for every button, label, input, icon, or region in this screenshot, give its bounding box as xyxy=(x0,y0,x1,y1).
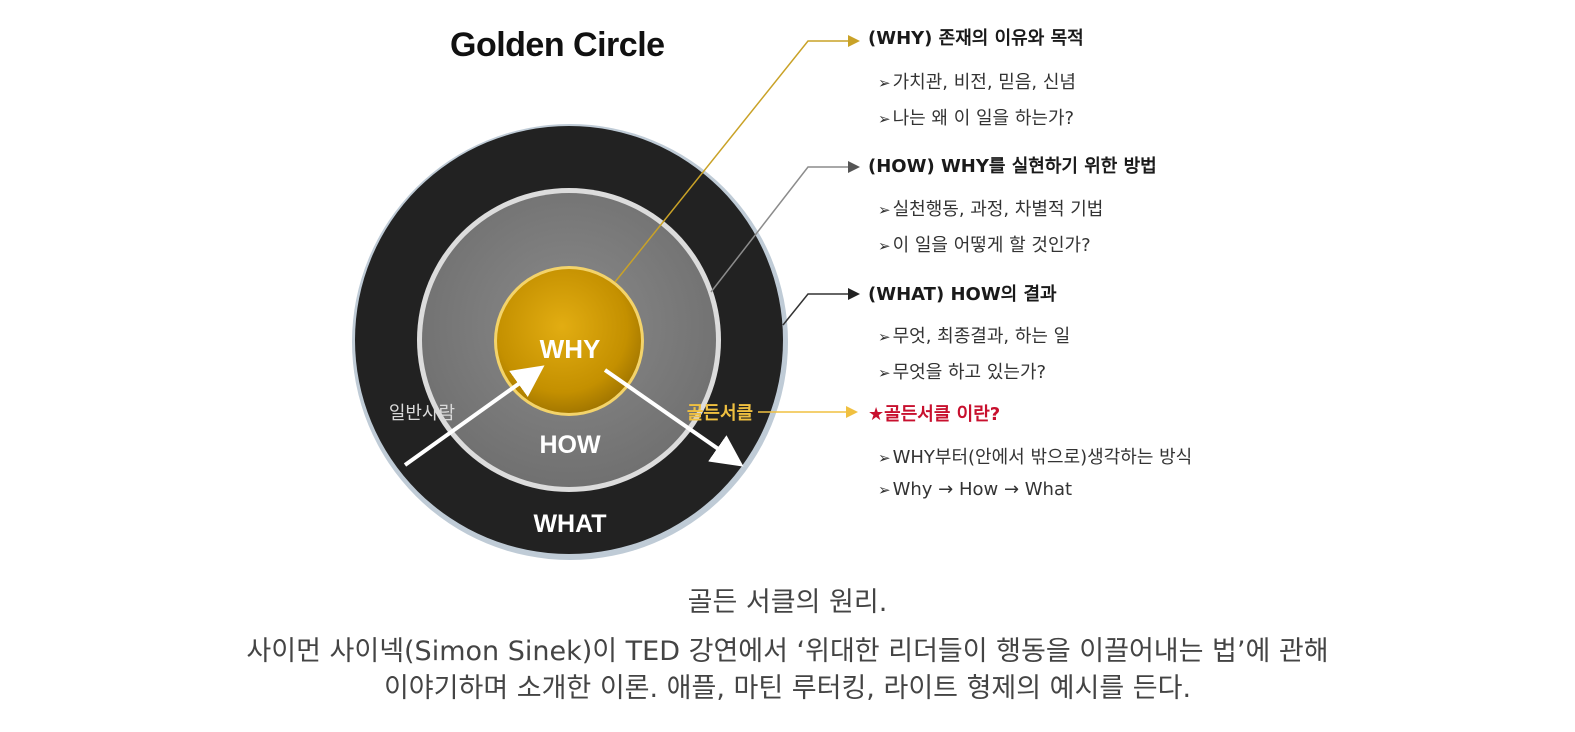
why-heading: (WHY) 존재의 이유와 목적 xyxy=(868,28,1084,49)
general-people-label: 일반사람 xyxy=(389,403,455,424)
inbound-arrow xyxy=(403,365,545,467)
why-leader-line xyxy=(614,35,860,283)
how-bullet-2: ➢이 일을 어떻게 할 것인가? xyxy=(878,231,1091,257)
golden-circle-figure: WHY HOW WHAT 일반사람 골든서클 Golden Circle (WH… xyxy=(352,26,1192,560)
bullet-marker-icon: ➢ xyxy=(878,74,891,92)
golden-bullet-1: ➢WHY부터(안에서 밖으로)생각하는 방식 xyxy=(878,443,1192,469)
what-bullet-2: ➢무엇을 하고 있는가? xyxy=(878,358,1046,384)
how-bullet-1-text: 실천행동, 과정, 차별적 기법 xyxy=(892,199,1104,220)
what-label: WHAT xyxy=(533,510,606,538)
outbound-arrow xyxy=(603,368,744,467)
how-bullet-2-text: 이 일을 어떻게 할 것인가? xyxy=(892,235,1091,256)
diagram-title: Golden Circle xyxy=(450,26,665,64)
golden-circle-heading: ★골든서클 이란? xyxy=(868,404,1001,425)
what-bullet-1: ➢무엇, 최종결과, 하는 일 xyxy=(878,322,1070,348)
caption-title: 골든 서클의 원리. xyxy=(687,587,888,618)
why-bullet-1: ➢가치관, 비전, 믿음, 신념 xyxy=(878,68,1076,94)
caption: 사이먼 사이넥(Simon Sinek)이 TED 강연에서 ‘위대한 리더들이… xyxy=(0,633,1575,707)
golden-bullet-1-text: WHY부터(안에서 밖으로)생각하는 방식 xyxy=(892,447,1193,468)
how-leader-line xyxy=(710,161,860,293)
how-heading: (HOW) WHY를 실현하기 위한 방법 xyxy=(868,156,1157,177)
how-label: HOW xyxy=(539,431,601,459)
what-bullet-1-text: 무엇, 최종결과, 하는 일 xyxy=(892,326,1071,347)
what-leader-line xyxy=(782,288,860,326)
golden-circle-diagram: WHY HOW WHAT 일반사람 골든서클 xyxy=(352,35,860,560)
bullet-marker-icon: ➢ xyxy=(878,201,891,219)
bullet-marker-icon: ➢ xyxy=(878,110,891,128)
why-bullet-2: ➢나는 왜 이 일을 하는가? xyxy=(878,104,1074,130)
caption-line-2: 이야기하며 소개한 이론. 애플, 마틴 루터킹, 라이트 형제의 예시를 든다… xyxy=(383,673,1192,704)
golden-bullet-2-text: Why → How → What xyxy=(892,479,1073,500)
bullet-marker-icon: ➢ xyxy=(878,328,891,346)
what-bullet-2-text: 무엇을 하고 있는가? xyxy=(892,362,1047,383)
how-bullet-1: ➢실천행동, 과정, 차별적 기법 xyxy=(878,195,1103,221)
bullet-marker-icon: ➢ xyxy=(878,237,891,255)
why-label: WHY xyxy=(540,334,601,364)
why-bullet-2-text: 나는 왜 이 일을 하는가? xyxy=(892,108,1075,129)
bullet-marker-icon: ➢ xyxy=(878,481,891,499)
golden-circle-label: 골든서클 xyxy=(687,403,753,424)
caption-line-1: 사이먼 사이넥(Simon Sinek)이 TED 강연에서 ‘위대한 리더들이… xyxy=(246,636,1329,667)
what-heading: (WHAT) HOW의 결과 xyxy=(868,284,1057,305)
bullet-marker-icon: ➢ xyxy=(878,364,891,382)
bullet-marker-icon: ➢ xyxy=(878,449,891,467)
why-bullet-1-text: 가치관, 비전, 믿음, 신념 xyxy=(892,72,1076,93)
golden-bullet-2: ➢Why → How → What xyxy=(878,479,1072,500)
